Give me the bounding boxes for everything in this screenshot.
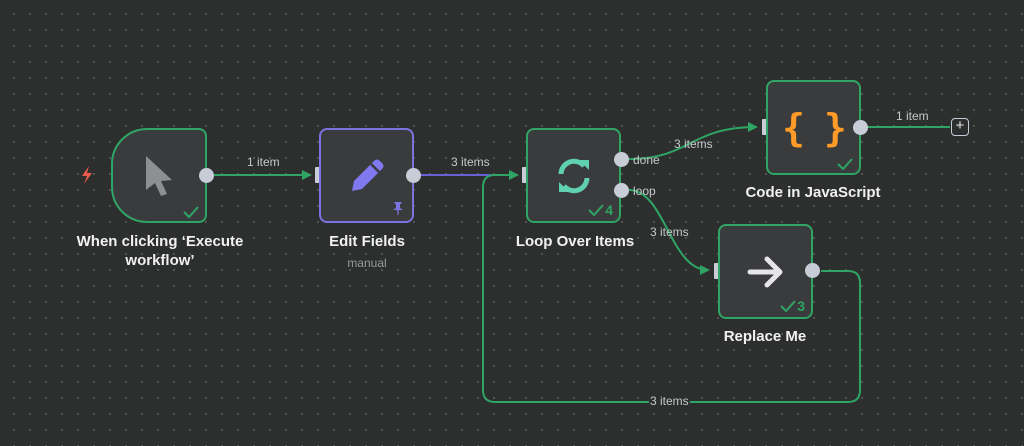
loop-loop-output-handle[interactable] <box>614 183 629 198</box>
node-manual-trigger[interactable] <box>111 128 207 223</box>
replace-status: 3 <box>780 298 805 314</box>
replace-run-count: 3 <box>797 298 805 314</box>
trigger-label-line2: workflow’ <box>125 252 195 269</box>
edge-loop-to-replace[interactable] <box>628 189 710 275</box>
loop-status: 4 <box>588 202 613 218</box>
arrow-right-icon <box>720 226 811 317</box>
trigger-output-handle[interactable] <box>199 168 214 183</box>
code-label: Code in JavaScript <box>745 184 881 201</box>
edge-label-loop-to-replace: 3 items <box>650 225 689 239</box>
pin-icon <box>392 201 404 215</box>
cursor-icon <box>113 130 205 221</box>
edit-fields-label: Edit Fields <box>329 233 405 250</box>
edge-label-code-out: 1 item <box>896 109 929 123</box>
trigger-label: When clicking ‘Execute workflow’ <box>60 232 260 270</box>
pencil-icon <box>321 130 412 221</box>
code-output-handle[interactable] <box>853 120 868 135</box>
replace-label: Replace Me <box>723 328 807 345</box>
loop-run-count: 4 <box>605 202 613 218</box>
loop-label: Loop Over Items <box>515 233 635 250</box>
edit-fields-output-handle[interactable] <box>406 168 421 183</box>
refresh-icon <box>528 130 619 221</box>
braces-icon: { } <box>782 105 847 150</box>
node-replace-me[interactable]: 3 <box>718 224 813 319</box>
replace-output-handle[interactable] <box>805 263 820 278</box>
check-icon <box>183 206 199 218</box>
trigger-bolt-icon <box>82 166 92 184</box>
edge-label-trigger-to-edit: 1 item <box>247 155 280 169</box>
edge-label-replace-back-to-loop: 3 items <box>649 394 690 408</box>
node-loop-over-items[interactable]: 4 <box>526 128 621 223</box>
loop-done-output-handle[interactable] <box>614 152 629 167</box>
check-icon <box>780 300 796 312</box>
loop-loop-output-label: loop <box>633 184 656 198</box>
edge-label-edit-to-loop: 3 items <box>451 155 490 169</box>
add-node-button[interactable]: + <box>951 118 969 136</box>
edge-done-to-code[interactable] <box>628 122 758 160</box>
edge-label-done-to-code: 3 items <box>674 137 713 151</box>
loop-done-output-label: done <box>633 153 660 167</box>
edit-fields-sublabel: manual <box>347 256 387 270</box>
node-edit-fields[interactable] <box>319 128 414 223</box>
node-code-javascript[interactable]: { } <box>766 80 861 175</box>
check-icon <box>837 158 853 170</box>
check-icon <box>588 204 604 216</box>
trigger-label-line1: When clicking ‘Execute <box>76 233 244 250</box>
